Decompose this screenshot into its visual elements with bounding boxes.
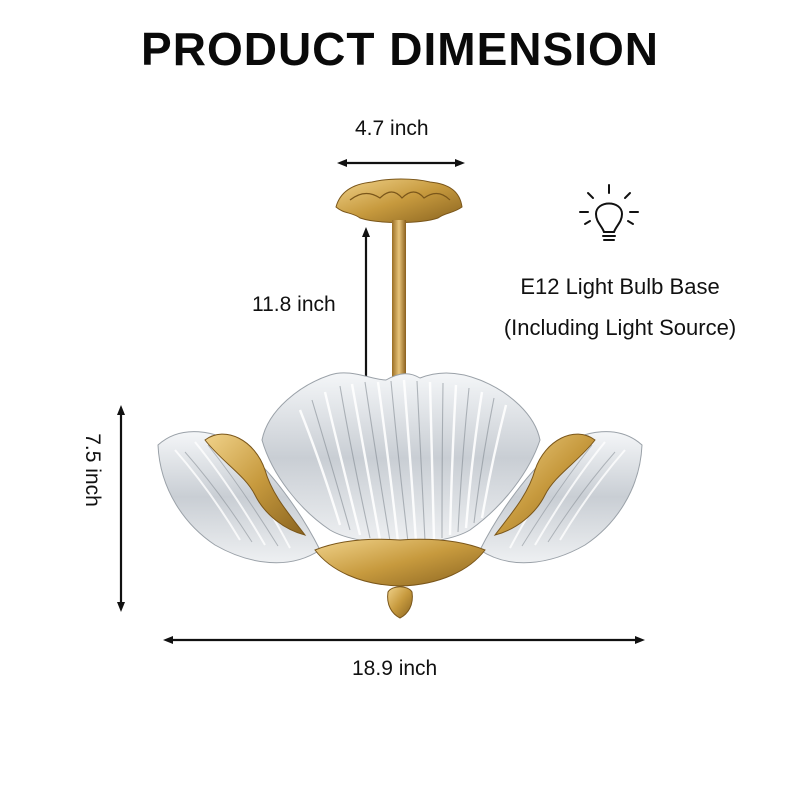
crystal-shade	[157, 372, 643, 564]
bulb-source-note: (Including Light Source)	[503, 315, 737, 340]
bulb-base-label: E12 Light Bulb Base	[520, 274, 720, 299]
page-title: PRODUCT DIMENSION	[141, 23, 659, 75]
overall-width-label: 18.9 inch	[352, 657, 438, 680]
canopy	[335, 178, 463, 223]
rod-drop-label: 11.8 inch	[252, 293, 336, 316]
gold-leaf-ornament	[204, 433, 596, 619]
light-bulb-icon	[579, 184, 639, 241]
canopy-width-label: 4.7 inch	[355, 117, 429, 140]
shade-height-label: 7.5 inch	[81, 433, 104, 507]
down-rod	[392, 220, 406, 390]
